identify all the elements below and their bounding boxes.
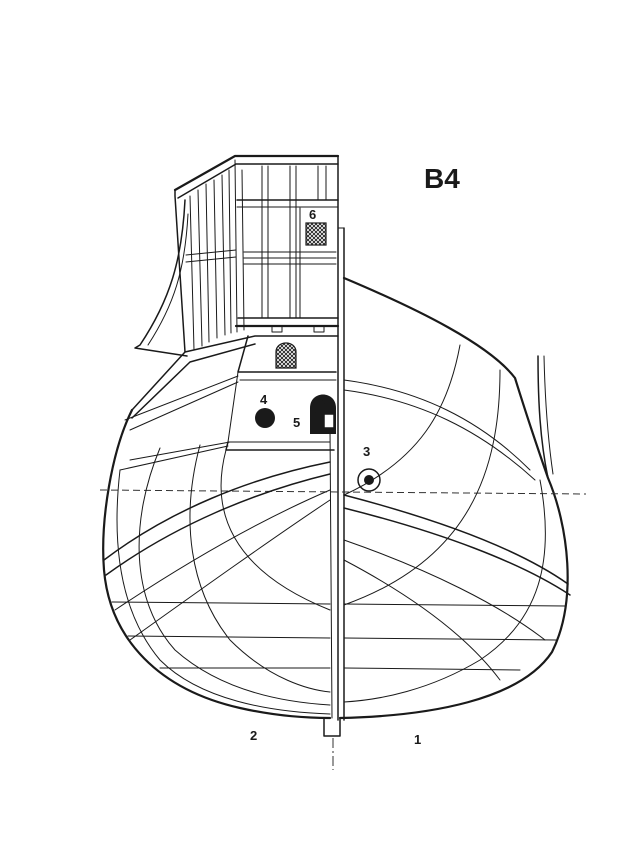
scupper-3 xyxy=(364,475,374,485)
stern-castle-side-wing xyxy=(134,199,189,357)
right-half-frame-lines xyxy=(343,344,571,703)
callout-1: 1 xyxy=(414,732,421,747)
stern-window-6 xyxy=(305,222,327,246)
callout-6: 6 xyxy=(309,207,316,222)
hull-outline xyxy=(102,276,569,737)
stern-castle xyxy=(173,154,340,353)
callout-2: 2 xyxy=(250,728,257,743)
callout-4: 4 xyxy=(260,392,268,407)
sheet-label: B4 xyxy=(424,163,460,194)
callout-3: 3 xyxy=(363,444,370,459)
sternpost xyxy=(329,155,345,721)
left-half-frame-lines xyxy=(103,444,331,715)
waterline xyxy=(99,489,587,495)
arched-stern-window xyxy=(275,342,297,369)
transom-area xyxy=(119,335,339,471)
callout-5: 5 xyxy=(293,415,300,430)
stern-gun-port-4 xyxy=(255,408,275,428)
